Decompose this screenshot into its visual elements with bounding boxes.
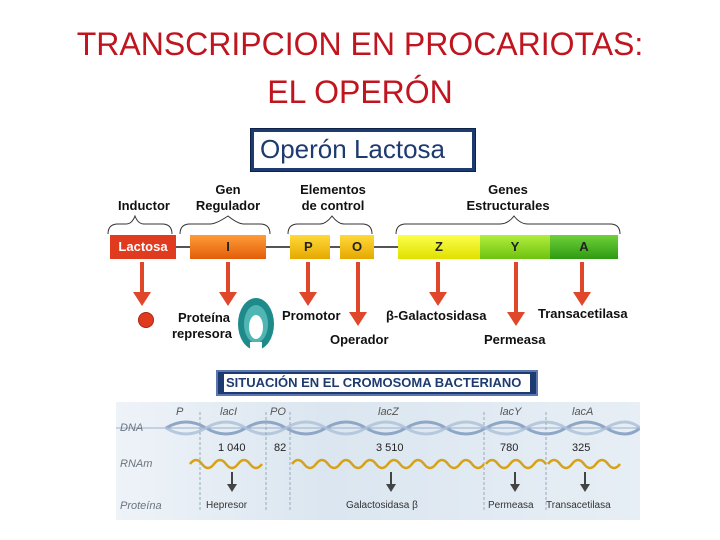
label-operador: Operador bbox=[330, 332, 389, 347]
brace-inductor bbox=[107, 214, 173, 235]
arrow-gene-z bbox=[429, 262, 447, 306]
slide-title-line2: EL OPERÓN bbox=[267, 74, 453, 110]
brace-control bbox=[287, 215, 373, 235]
arrow-gen-i bbox=[219, 262, 237, 306]
bar-connector bbox=[176, 246, 190, 248]
arrow-lactosa bbox=[133, 262, 151, 306]
bar-operator-o: O bbox=[340, 235, 374, 259]
arrow-promotor bbox=[299, 262, 317, 306]
gene-label-lacy: lacY bbox=[500, 406, 522, 418]
gene-label-po: PO bbox=[270, 406, 286, 418]
situacion-banner-text: SITUACIÓN EN EL CROMOSOMA BACTERIANO bbox=[224, 374, 530, 392]
brace-genes bbox=[395, 215, 621, 235]
header-genes-line2: Estructurales bbox=[466, 198, 550, 213]
bar-lactosa: Lactosa bbox=[110, 235, 176, 259]
chromosome-diagram: DNA RNAm Proteína P lacI PO lacZ lacY la… bbox=[116, 402, 640, 520]
lactose-molecule-icon bbox=[138, 312, 154, 328]
label-represora: represora bbox=[172, 326, 232, 341]
label-permeasa: Permeasa bbox=[484, 332, 546, 347]
chromosome-graphics bbox=[116, 412, 640, 512]
gene-label-p: P bbox=[176, 406, 184, 418]
arrow-gene-a bbox=[573, 262, 591, 306]
bar-gene-z: Z bbox=[398, 235, 480, 259]
arrow-operador bbox=[349, 262, 367, 326]
length-po: 82 bbox=[274, 442, 287, 454]
gene-label-laci: lacI bbox=[220, 406, 238, 418]
situacion-banner: SITUACIÓN EN EL CROMOSOMA BACTERIANO bbox=[216, 370, 538, 396]
protein-permeasa: Permeasa bbox=[488, 500, 534, 511]
bar-connector bbox=[374, 246, 398, 248]
label-transacetilasa: Transacetilasa bbox=[538, 306, 628, 321]
header-genes-line1: Genes bbox=[488, 182, 528, 197]
length-lacy: 780 bbox=[500, 442, 519, 454]
header-braces bbox=[107, 214, 621, 235]
repressor-protein-icon bbox=[238, 298, 274, 352]
bar-promoter-p: P bbox=[290, 235, 330, 259]
label-galactosidasa: β-Galactosidasa bbox=[386, 308, 487, 323]
length-laci: 1 040 bbox=[218, 442, 246, 454]
bar-connector bbox=[330, 246, 340, 248]
header-gen-regulador-line1: Gen bbox=[215, 182, 241, 197]
operon-banner-text: Operón Lactosa bbox=[254, 132, 472, 168]
label-promotor: Promotor bbox=[282, 308, 341, 323]
protein-hepresor: Hepresor bbox=[206, 500, 248, 511]
slide-title-line1: TRANSCRIPCION EN PROCARIOTAS: bbox=[76, 26, 644, 62]
operon-banner: Operón Lactosa bbox=[250, 128, 476, 172]
bar-gene-i: I bbox=[190, 235, 266, 259]
bar-gene-a: A bbox=[550, 235, 618, 259]
brace-regulador bbox=[179, 215, 271, 235]
bar-gene-y: Y bbox=[480, 235, 550, 259]
row-label-rna: RNAm bbox=[120, 458, 153, 470]
header-elementos-line1: Elementos bbox=[300, 182, 366, 197]
gene-label-laca: lacA bbox=[572, 406, 594, 418]
header-gen-regulador-line2: Regulador bbox=[195, 198, 261, 213]
length-lacz: 3 510 bbox=[376, 442, 404, 454]
header-inductor: Inductor bbox=[118, 198, 170, 213]
label-proteina: Proteína bbox=[178, 310, 231, 325]
arrow-gene-y bbox=[507, 262, 525, 326]
row-label-dna: DNA bbox=[120, 422, 144, 434]
gene-label-lacz: lacZ bbox=[378, 406, 399, 418]
length-laca: 325 bbox=[572, 442, 591, 454]
protein-galactosidasa: Galactosidasa β bbox=[346, 500, 418, 511]
bar-connector bbox=[266, 246, 290, 248]
row-label-protein: Proteína bbox=[120, 500, 162, 512]
header-elementos-line2: de control bbox=[301, 198, 365, 213]
protein-transacetilasa: Transacetilasa bbox=[546, 500, 611, 511]
